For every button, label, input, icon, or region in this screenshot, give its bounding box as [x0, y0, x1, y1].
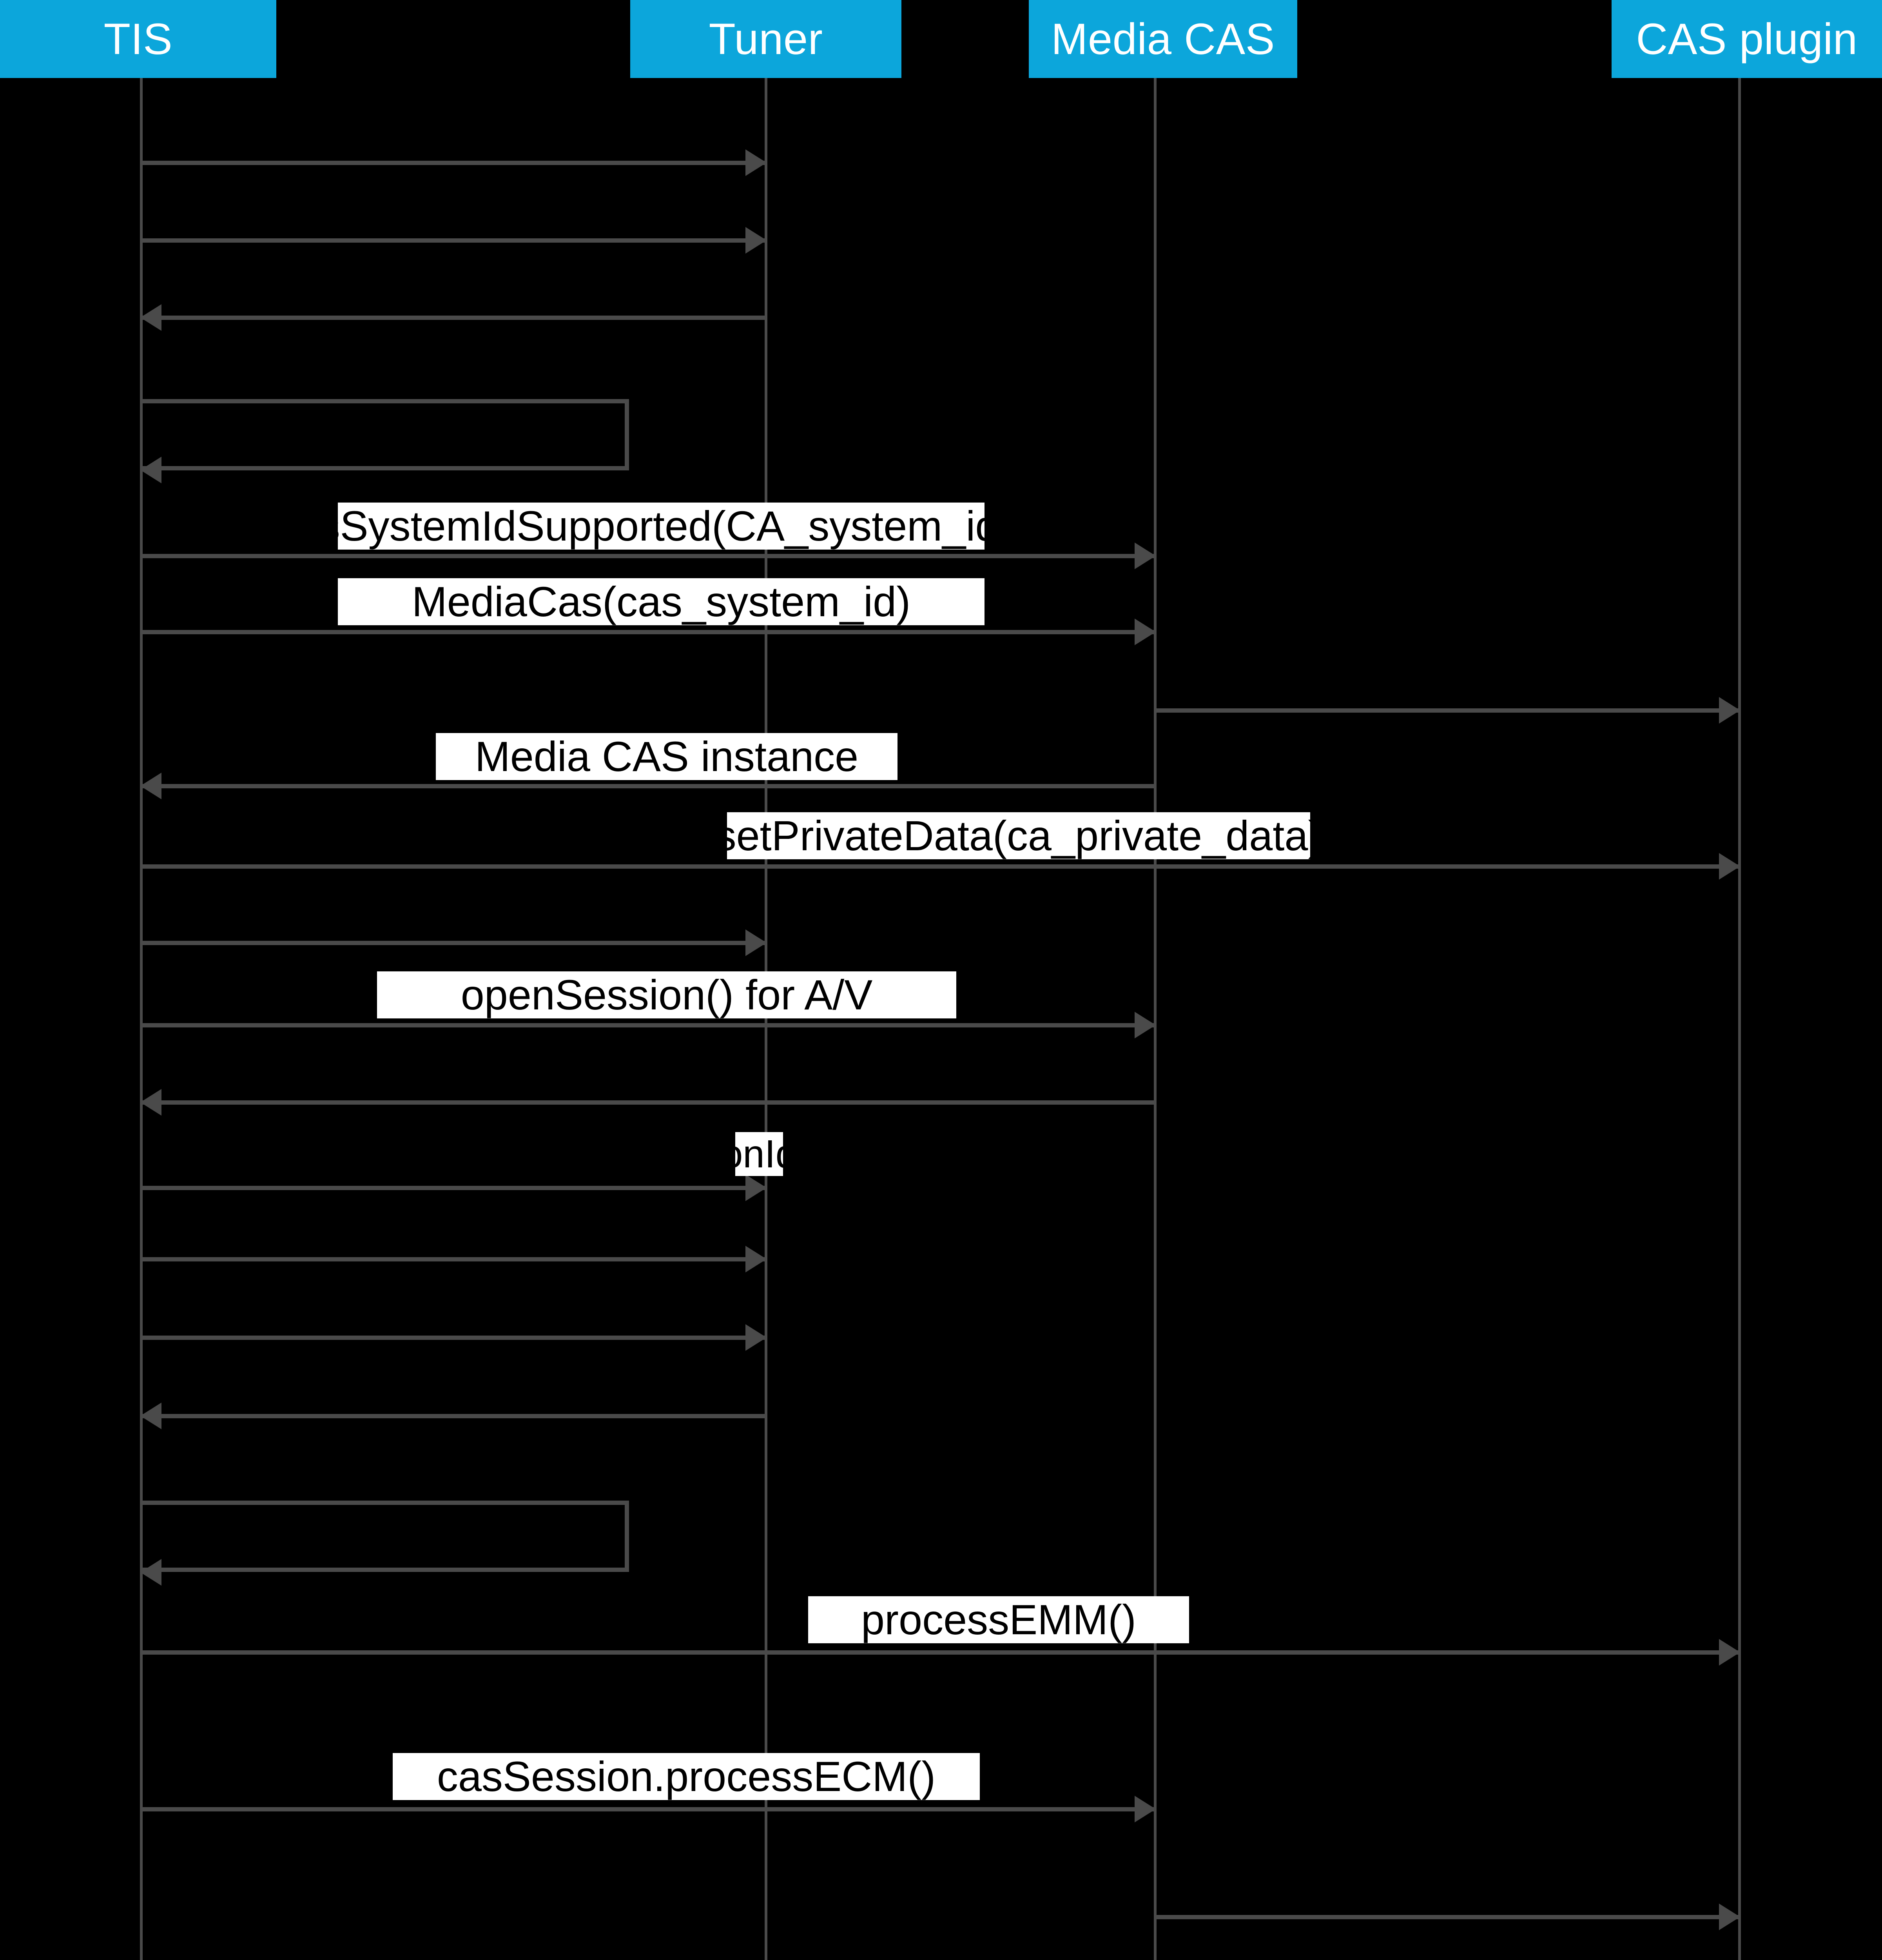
participant-label-tuner: Tuner [709, 15, 823, 64]
participant-header-media-cas[interactable]: Media CAS [1029, 0, 1297, 78]
message-line-7 [1155, 708, 1739, 713]
message-line-19 [141, 1807, 1155, 1811]
message-line-16 [141, 1414, 766, 1418]
message-arrowhead-10 [745, 929, 767, 956]
lifeline-tis [140, 78, 143, 1960]
participant-header-cas-plugin[interactable]: CAS plugin [1612, 0, 1882, 78]
message-arrowhead-18 [1719, 1639, 1740, 1666]
lifeline-cas-plugin [1738, 78, 1741, 1960]
self-message-loop-1 [141, 399, 629, 470]
message-label-is-system-id-supported: isSystemIdSupported(CA_system_id) [309, 502, 1013, 550]
message-line-3 [141, 316, 766, 320]
lifeline-tuner [765, 78, 767, 1960]
message-label-open-session: openSession() for A/V [377, 971, 956, 1018]
message-arrowhead-8 [140, 773, 161, 799]
message-line-1 [141, 161, 766, 165]
message-line-12 [141, 1100, 1155, 1105]
message-label-on-id: onId [735, 1132, 783, 1176]
message-line-13 [141, 1186, 766, 1190]
participant-header-tuner[interactable]: Tuner [630, 0, 901, 78]
message-label-set-private-data: setPrivateData(ca_private_data) [715, 812, 1322, 859]
message-line-9 [141, 864, 1739, 869]
participant-label-cas-plugin: CAS plugin [1636, 15, 1858, 64]
message-arrowhead-15 [745, 1324, 767, 1351]
message-arrowhead-16 [140, 1403, 161, 1429]
message-line-8 [141, 784, 1155, 788]
message-arrowhead-11 [1135, 1012, 1156, 1038]
message-arrowhead-6 [1135, 619, 1156, 645]
message-line-20 [1155, 1915, 1739, 1919]
message-label-process-emm: processEMM() [808, 1596, 1189, 1643]
self-message-arrowhead-2 [140, 1559, 161, 1586]
message-line-14 [141, 1257, 766, 1261]
participant-label-media-cas: Media CAS [1051, 15, 1275, 64]
participant-label-tis: TIS [103, 15, 173, 64]
message-line-5 [141, 554, 1155, 558]
message-arrowhead-12 [140, 1089, 161, 1116]
message-label-media-cas-ctor: MediaCas(cas_system_id) [338, 578, 985, 625]
message-arrowhead-14 [745, 1246, 767, 1272]
message-arrowhead-2 [745, 227, 767, 254]
message-line-18 [141, 1650, 1739, 1655]
message-label-process-ecm: casSession.processECM() [393, 1753, 980, 1800]
message-line-11 [141, 1023, 1155, 1027]
self-message-arrowhead-1 [140, 457, 161, 483]
participant-header-tis[interactable]: TIS [0, 0, 276, 78]
message-arrowhead-1 [745, 149, 767, 176]
message-arrowhead-7 [1719, 697, 1740, 724]
message-line-6 [141, 630, 1155, 634]
message-arrowhead-9 [1719, 853, 1740, 880]
message-line-15 [141, 1336, 766, 1340]
message-arrowhead-19 [1135, 1796, 1156, 1822]
message-arrowhead-3 [140, 304, 161, 331]
message-arrowhead-5 [1135, 543, 1156, 569]
message-arrowhead-13 [745, 1174, 767, 1201]
self-message-loop-2 [141, 1501, 629, 1572]
message-label-media-cas-instance: Media CAS instance [436, 733, 897, 780]
message-line-10 [141, 941, 766, 945]
message-line-2 [141, 238, 766, 243]
message-arrowhead-20 [1719, 1904, 1740, 1930]
